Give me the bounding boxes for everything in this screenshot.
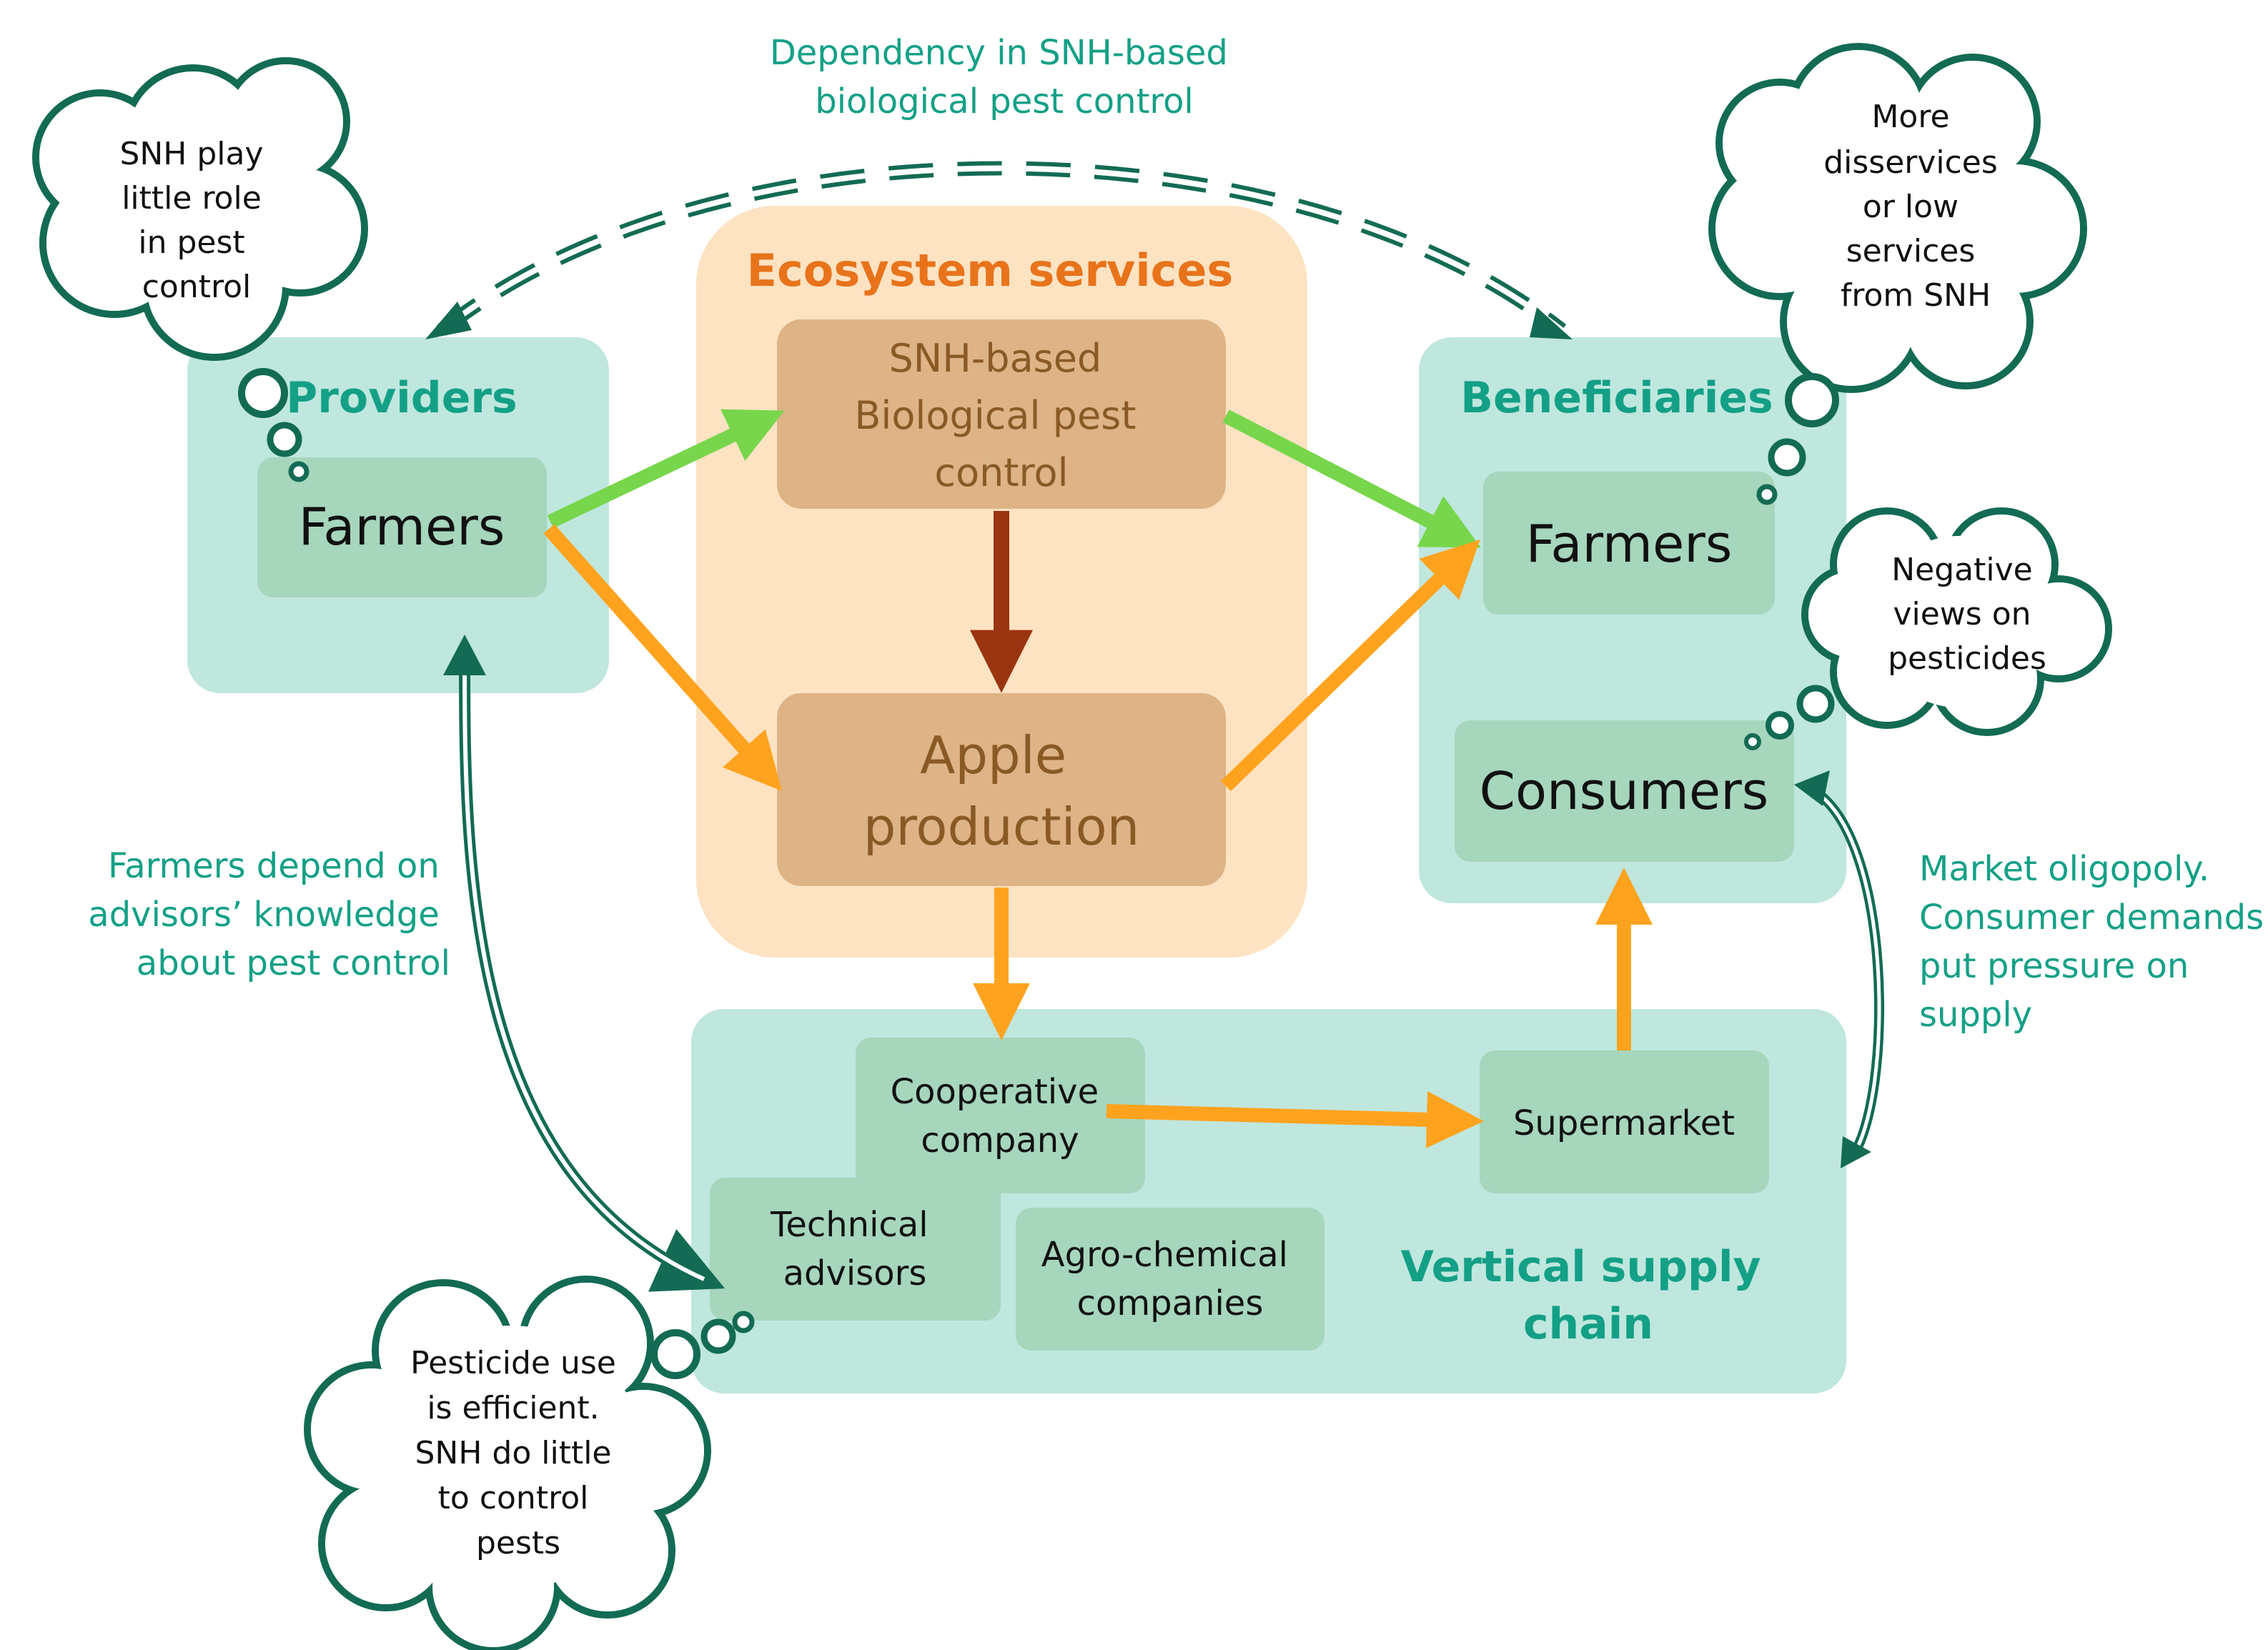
cloud-advisors-line: SNH do little xyxy=(415,1435,612,1471)
orange-arrow-providers-to-apple xyxy=(543,524,782,791)
supermarket-box xyxy=(1480,1050,1769,1193)
orange-arrow-apple-to-beneficiaries xyxy=(1221,539,1480,792)
cloud-advisors-text: Pesticide use is efficient. SNH do littl… xyxy=(410,1345,626,1561)
dependency-dashed-arc-inner xyxy=(440,165,1564,333)
thought-bubble xyxy=(238,368,288,418)
pest-control-line: control xyxy=(934,450,1068,495)
consumers-box xyxy=(1455,720,1794,862)
thought-bubble xyxy=(1766,711,1794,740)
providers-farmers-label: Farmers xyxy=(299,497,505,557)
thought-bubble xyxy=(650,1329,700,1379)
supply-chain-title-line: Vertical supply xyxy=(1400,1242,1761,1292)
agro-chemical-companies-line: Agro-chemical xyxy=(1041,1235,1288,1275)
thought-bubble xyxy=(1768,438,1806,477)
apple-production-label: Apple production xyxy=(863,725,1140,857)
apple-production-line: Apple xyxy=(920,725,1066,785)
cooperative-company-label: Cooperative company xyxy=(891,1072,1110,1161)
supply-chain-title-line: chain xyxy=(1523,1299,1653,1349)
advisors-double-arrow-outer xyxy=(459,653,726,1292)
providers-title: Providers xyxy=(286,373,517,423)
cooperative-company-box xyxy=(856,1038,1145,1193)
technical-advisors-label: Technical advisors xyxy=(770,1205,939,1293)
ecosystem-services-title: Ecosystem services xyxy=(747,244,1234,297)
note-dependency: Dependency in SNH-based biological pest … xyxy=(770,33,1239,121)
cloud-providers-line: in pest xyxy=(138,224,244,261)
note-advisors-line: Farmers depend on xyxy=(108,846,440,886)
beneficiaries-farmers-label: Farmers xyxy=(1526,514,1733,574)
thought-bubble xyxy=(700,1318,736,1354)
apple-production-line: production xyxy=(863,797,1140,857)
cloud-providers-line: control xyxy=(142,269,252,305)
market-double-arrow-inner xyxy=(1804,784,1881,1159)
agro-chemical-companies-label: Agro-chemical companies xyxy=(1041,1235,1299,1323)
note-market-line: supply xyxy=(1919,995,2032,1035)
thought-bubble xyxy=(732,1311,755,1333)
green-arrow-providers-to-pest-control xyxy=(547,409,785,529)
advisors-arrowhead-top xyxy=(443,635,486,675)
advisors-double-arrow-inner xyxy=(462,653,705,1281)
note-market-line: Market oligopoly. xyxy=(1919,849,2209,889)
technical-advisors-box xyxy=(710,1178,1001,1321)
agro-chemical-companies-line: companies xyxy=(1077,1283,1264,1323)
cloud-consumers-text: Negative views on pesticides xyxy=(1888,552,2046,677)
apple-production-box xyxy=(777,693,1226,886)
pest-control-label: SNH-based Biological pest control xyxy=(854,336,1148,495)
cloud-advisors-line: is efficient. xyxy=(427,1390,599,1426)
consumers-label: Consumers xyxy=(1480,761,1769,821)
cloud-consumers-line: views on xyxy=(1893,596,2031,632)
supply-chain-title: Vertical supply chain xyxy=(1400,1242,1776,1349)
cloud-beneficiaries-line: More xyxy=(1871,99,1949,135)
supermarket-label: Supermarket xyxy=(1513,1103,1735,1143)
cloud-providers-line: little role xyxy=(122,180,262,217)
note-advisors-line: advisors’ knowledge xyxy=(88,895,439,935)
market-arrowhead-bottom xyxy=(1841,1136,1871,1168)
note-dependency-line: Dependency in SNH-based xyxy=(770,33,1228,73)
cloud-consumers-line: pesticides xyxy=(1888,640,2046,677)
thought-bubble xyxy=(1756,484,1778,505)
cloud-advisors-line: Pesticide use xyxy=(410,1345,616,1381)
dependency-arrowhead-left xyxy=(425,302,472,339)
providers-farmers-box xyxy=(257,457,547,597)
thought-bubble xyxy=(1785,373,1839,427)
note-dependency-line: biological pest control xyxy=(815,81,1194,121)
technical-advisors-line: advisors xyxy=(783,1253,927,1293)
cloud-beneficiaries-line: or low xyxy=(1863,189,1958,225)
beneficiaries-title: Beneficiaries xyxy=(1460,373,1773,423)
cloud-beneficiaries-text: More disservices or low services from SN… xyxy=(1823,99,2008,314)
green-arrow-pest-control-to-beneficiaries xyxy=(1222,409,1481,548)
cloud-advisors-line: to control xyxy=(438,1480,589,1516)
cloud-consumers-line: Negative xyxy=(1891,552,2032,588)
cooperative-company-line: company xyxy=(921,1120,1079,1161)
market-arrowhead-top xyxy=(1794,770,1830,806)
cooperative-company-line: Cooperative xyxy=(891,1072,1099,1112)
cloud-advisors-line: pests xyxy=(476,1525,560,1561)
thought-bubble xyxy=(288,461,310,482)
technical-advisors-line: Technical xyxy=(770,1205,928,1245)
note-market-line: Consumer demands xyxy=(1919,898,2264,938)
pest-control-box xyxy=(777,319,1226,509)
dependency-arrowhead-right xyxy=(1530,307,1573,339)
note-advisors: Farmers depend on advisors’ knowledge ab… xyxy=(88,846,450,983)
note-advisors-line: about pest control xyxy=(137,943,450,983)
note-market-line: put pressure on xyxy=(1919,946,2189,986)
cloud-beneficiaries-line: from SNH xyxy=(1841,277,1991,314)
agro-chemical-companies-box xyxy=(1016,1208,1324,1351)
beneficiaries-farmers-box xyxy=(1483,472,1775,615)
thought-bubble xyxy=(1796,685,1835,723)
orange-arrow-cooperative-to-supermarket xyxy=(1106,1090,1484,1148)
pest-control-line: Biological pest xyxy=(854,393,1136,438)
cloud-providers-line: SNH play xyxy=(119,136,263,172)
thought-bubble xyxy=(267,422,302,457)
thought-bubble xyxy=(1744,733,1761,750)
pest-control-line: SNH-based xyxy=(889,336,1102,381)
cloud-beneficiaries-line: services xyxy=(1846,233,1976,269)
cloud-beneficiaries-line: disservices xyxy=(1823,144,1998,181)
cloud-providers-text: SNH play little role in pest control xyxy=(119,136,273,305)
note-market: Market oligopoly. Consumer demands put p… xyxy=(1919,849,2268,1035)
